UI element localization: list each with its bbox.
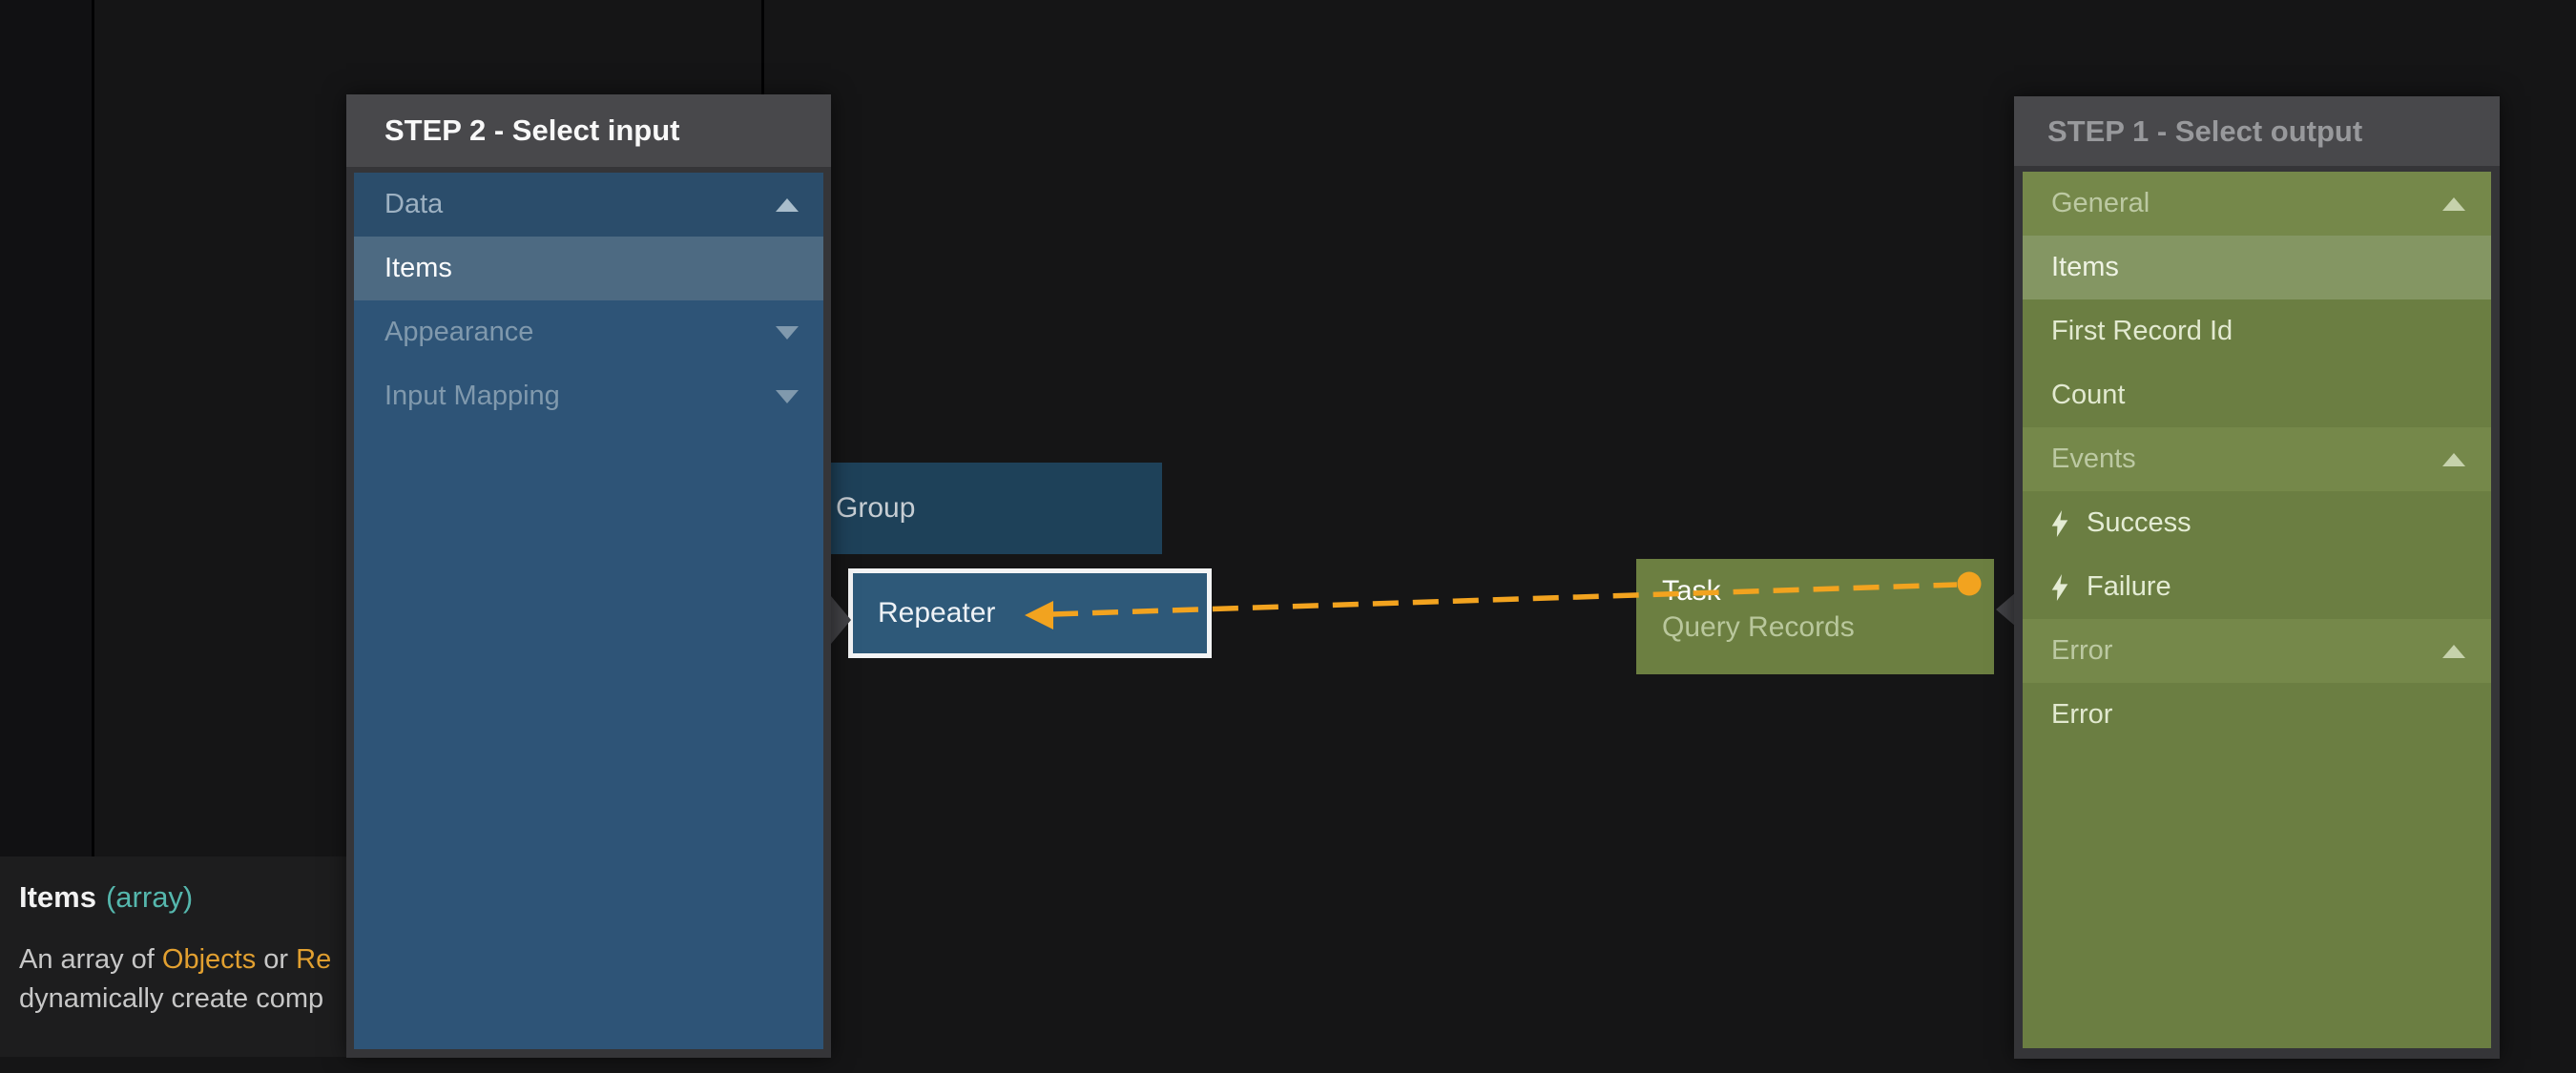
input-mapping-panel: STEP 2 - Select input Data Items Appeara… [346, 94, 831, 1058]
input-panel-body: Data Items Appearance Input Mapping [354, 173, 823, 1049]
output-section-events[interactable]: Events [2023, 427, 2491, 491]
row-label: Error [2051, 635, 2113, 666]
canvas-left-strip [0, 0, 92, 856]
tooltip-property-type: (array) [105, 880, 194, 914]
row-label: Data [384, 189, 444, 219]
input-section-appearance[interactable]: Appearance [354, 300, 823, 364]
output-section-error[interactable]: Error [2023, 619, 2491, 683]
caret-up-icon [776, 197, 799, 212]
tooltip-objects-link[interactable]: Objects [161, 944, 257, 975]
tooltip-description: An array of Objects or Re dynamically cr… [19, 940, 501, 1019]
input-section-data[interactable]: Data [354, 173, 823, 237]
output-event-failure[interactable]: Failure [2023, 555, 2491, 619]
tooltip-records-link[interactable]: Re [296, 944, 332, 975]
row-label: Error [2051, 699, 2113, 730]
row-label: General [2051, 188, 2150, 218]
tooltip-property-name: Items [19, 880, 96, 914]
output-panel-header: STEP 1 - Select output [2014, 96, 2500, 166]
input-panel-title: STEP 2 - Select input [384, 113, 680, 147]
task-node-subtitle: Query Records [1662, 611, 1855, 643]
task-node[interactable]: Task Query Records [1636, 559, 1994, 674]
tooltip-desc-text: An array of [19, 944, 162, 975]
caret-down-icon [776, 389, 799, 403]
output-mapping-panel: STEP 1 - Select output General Items Fir… [2014, 96, 2500, 1059]
group-node-label: Group [836, 492, 916, 524]
tooltip-desc-text: or [256, 944, 297, 975]
output-panel-notch [1996, 592, 2016, 627]
caret-up-icon [2442, 644, 2465, 658]
row-label: Input Mapping [384, 381, 560, 411]
caret-up-icon [2442, 452, 2465, 466]
output-item-count[interactable]: Count [2023, 363, 2491, 427]
output-section-general[interactable]: General [2023, 172, 2491, 236]
row-label: Count [2051, 380, 2126, 410]
row-label: Events [2051, 444, 2136, 474]
input-panel-header: STEP 2 - Select input [346, 94, 831, 167]
output-panel-body: General Items First Record Id Count Even… [2023, 172, 2491, 1048]
row-label: First Record Id [2051, 316, 2233, 346]
canvas-guide-line-top [761, 0, 764, 94]
input-panel-notch [831, 596, 851, 644]
row-label: Items [384, 253, 452, 283]
output-item-items[interactable]: Items [2023, 236, 2491, 299]
lightning-bolt-icon [2051, 509, 2068, 537]
row-label: Success [2087, 507, 2192, 538]
row-label: Failure [2087, 571, 2171, 602]
input-section-input-mapping[interactable]: Input Mapping [354, 364, 823, 428]
lightning-bolt-icon [2051, 573, 2068, 601]
output-item-first-record-id[interactable]: First Record Id [2023, 299, 2491, 363]
canvas-guide-line-left [92, 0, 94, 856]
task-node-title: Task [1662, 575, 1721, 607]
output-event-success[interactable]: Success [2023, 491, 2491, 555]
repeater-node-label: Repeater [878, 597, 996, 629]
output-panel-title: STEP 1 - Select output [2047, 113, 2363, 148]
tooltip-heading: Items (array) [19, 879, 501, 916]
tooltip-desc-text: dynamically create comp [19, 983, 324, 1014]
output-item-error[interactable]: Error [2023, 683, 2491, 747]
input-item-items[interactable]: Items [354, 237, 823, 300]
row-label: Items [2051, 252, 2119, 282]
caret-up-icon [2442, 196, 2465, 211]
row-label: Appearance [384, 317, 534, 347]
repeater-node[interactable]: Repeater [848, 568, 1212, 658]
caret-down-icon [776, 325, 799, 340]
